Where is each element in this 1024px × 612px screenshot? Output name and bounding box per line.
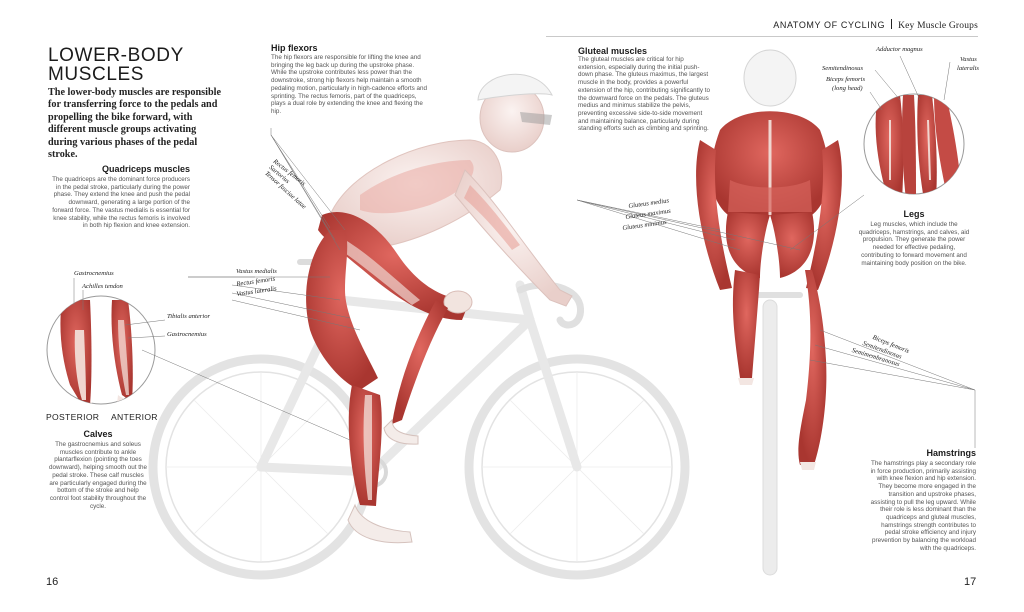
label-vastus-lateralis-2: lateralis [957,65,979,72]
label-achilles-tendon: Achilles tendon [82,283,123,290]
hamstrings-heading: Hamstrings [926,448,976,458]
running-header: ANATOMY OF CYCLING Key Muscle Groups [773,19,978,31]
label-gastrocnemius-top: Gastrocnemius [74,270,114,277]
label-posterior: POSTERIOR [46,412,100,422]
label-semitendinosus-top: Semitendinosus [822,65,864,72]
gluteal-body: The gluteal muscles are critical for hip… [578,56,710,133]
hamstrings-body: The hamstrings play a secondary role in … [870,460,976,552]
leader-lines [73,55,976,448]
title-line-2: MUSCLES [48,64,145,85]
intro-text: The lower-body muscles are responsible f… [48,87,221,161]
quadriceps-heading: Quadriceps muscles [101,164,190,174]
label-tibialis-anterior: Tibialis anterior [167,313,211,320]
thigh-inset [863,93,965,195]
label-vastus-medialis: Vastus medialis [236,268,277,275]
label-anterior: ANTERIOR [111,412,158,422]
legs-heading: Legs [903,209,925,219]
page-number-left: 16 [46,576,59,588]
legs-body: Leg muscles, which include the quadricep… [858,221,970,267]
calves-heading: Calves [83,429,113,439]
label-vastus-lateralis-1: Vastus [960,56,977,63]
quadriceps-body: The quadriceps are the dominant force pr… [52,176,190,230]
gluteal-heading: Gluteal muscles [578,46,648,56]
header-rule [546,36,978,37]
hip-flexors-heading: Hip flexors [271,43,318,53]
label-biceps-femoris-long-1: Biceps femoris [826,76,866,83]
hip-flexors-body: The hip flexors are responsible for lift… [271,54,428,115]
calf-inset [46,295,156,405]
header-subsection: Key Muscle Groups [898,21,978,31]
calves-body: The gastrocnemius and soleus muscles con… [48,441,147,510]
front-rider [696,49,842,470]
header-section: ANATOMY OF CYCLING [773,20,886,30]
side-bicycle [148,259,690,580]
label-biceps-femoris-long-2: (long head) [832,85,863,92]
label-gastrocnemius-right: Gastrocnemius [167,331,207,338]
side-rider [306,73,573,544]
header-divider [891,19,893,29]
label-adductor-magnus: Adductor magnus [876,46,923,53]
page-number-right: 17 [964,576,977,588]
title-line-1: LOWER-BODY [48,45,184,66]
page-title: LOWER-BODY MUSCLES [48,46,218,84]
